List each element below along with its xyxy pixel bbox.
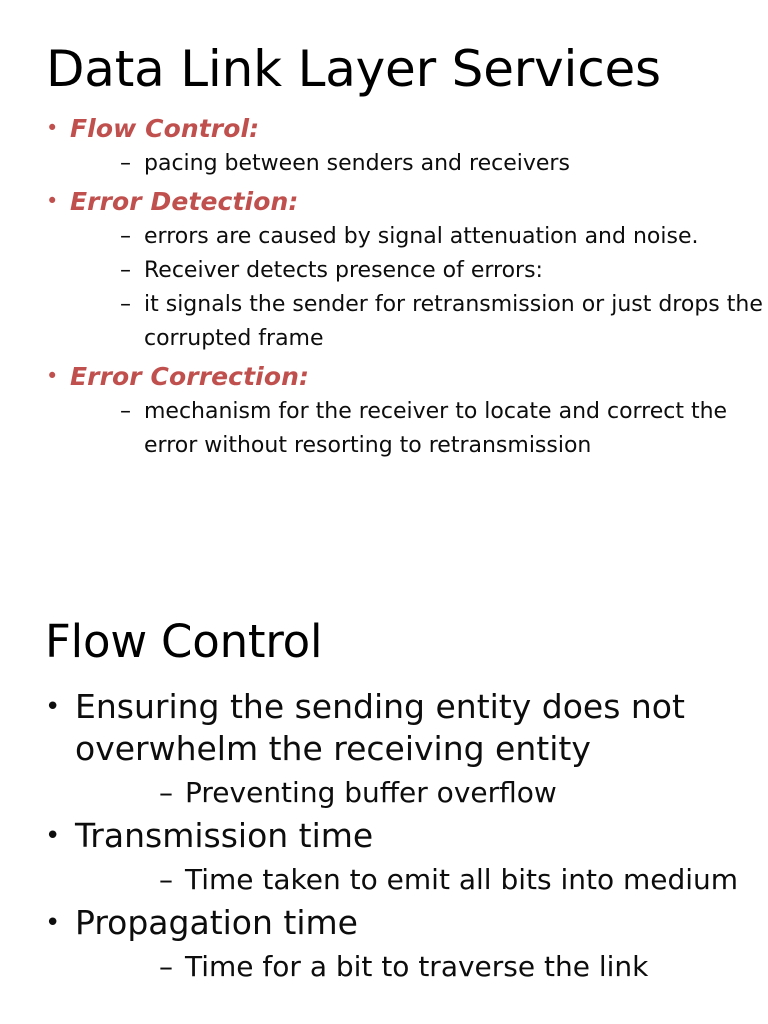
slide-data-link-layer-services: Data Link Layer Services • Flow Control:… (0, 0, 768, 465)
sub-bullet-label: pacing between senders and receivers (144, 151, 570, 176)
sub-bullet-label: Time taken to emit all bits into medium (185, 863, 739, 896)
bullet-label: Error Detection: (70, 187, 299, 216)
list-item: – Time for a bit to traverse the link (75, 944, 768, 989)
slide-1-bullet-list: • Flow Control: – pacing between senders… (0, 98, 768, 463)
list-item: • Propagation time – Time for a bit to t… (0, 902, 768, 989)
page-title: Data Link Layer Services (46, 40, 661, 98)
slide-2-bullet-list: • Ensuring the sending entity does not o… (0, 668, 768, 989)
dash-icon: – (120, 224, 131, 249)
list-item: – Preventing buffer overflow (75, 770, 768, 815)
list-item: – mechanism for the receiver to locate a… (48, 395, 768, 463)
dash-icon: – (159, 776, 173, 809)
sub-bullet-label: Receiver detects presence of errors: (144, 258, 543, 283)
dash-icon: – (120, 292, 131, 317)
page-title: Flow Control (45, 615, 323, 668)
dash-icon: – (159, 950, 173, 983)
list-item: • Transmission time – Time taken to emit… (0, 815, 768, 902)
dash-icon: – (120, 258, 131, 283)
bullet-label: Ensuring the sending entity does not ove… (75, 687, 685, 768)
sub-bullet-label: Preventing buffer overflow (185, 776, 557, 809)
list-item: – errors are caused by signal attenuatio… (48, 220, 768, 254)
bullet-label: Transmission time (75, 816, 374, 855)
dash-icon: – (159, 863, 173, 896)
bullet-dot-icon: • (45, 821, 61, 851)
sub-bullet-label: mechanism for the receiver to locate and… (144, 399, 728, 458)
list-item: – it signals the sender for retransmissi… (48, 288, 768, 356)
bullet-dot-icon: • (45, 908, 61, 938)
sub-list: – Time for a bit to traverse the link (75, 944, 768, 989)
bullet-label: Error Correction: (70, 362, 310, 391)
bullet-label: Flow Control: (70, 114, 260, 143)
dash-icon: – (120, 151, 131, 176)
bullet-dot-icon: • (46, 116, 59, 140)
list-item: • Error Detection: – errors are caused b… (0, 183, 768, 356)
bullet-dot-icon: • (46, 189, 59, 213)
sub-list: – mechanism for the receiver to locate a… (48, 395, 768, 463)
sub-list: – Time taken to emit all bits into mediu… (75, 857, 768, 902)
slide-flow-control: Flow Control • Ensuring the sending enti… (0, 596, 768, 989)
bullet-dot-icon: • (46, 364, 59, 388)
dash-icon: – (120, 399, 131, 424)
list-item: – Receiver detects presence of errors: (48, 254, 768, 288)
list-item: – pacing between senders and receivers (48, 147, 768, 181)
sub-list: – errors are caused by signal attenuatio… (48, 220, 768, 356)
sub-list: – pacing between senders and receivers (48, 147, 768, 181)
sub-list: – Preventing buffer overflow (75, 770, 768, 815)
bullet-label: Propagation time (75, 903, 358, 942)
list-item: • Flow Control: – pacing between senders… (0, 110, 768, 181)
list-item: • Ensuring the sending entity does not o… (0, 686, 768, 815)
sub-bullet-label: Time for a bit to traverse the link (185, 950, 649, 983)
bullet-dot-icon: • (45, 692, 61, 722)
sub-bullet-label: it signals the sender for retransmission… (144, 292, 763, 351)
list-item: – Time taken to emit all bits into mediu… (75, 857, 768, 902)
sub-bullet-label: errors are caused by signal attenuation … (144, 224, 699, 249)
list-item: • Error Correction: – mechanism for the … (0, 358, 768, 463)
